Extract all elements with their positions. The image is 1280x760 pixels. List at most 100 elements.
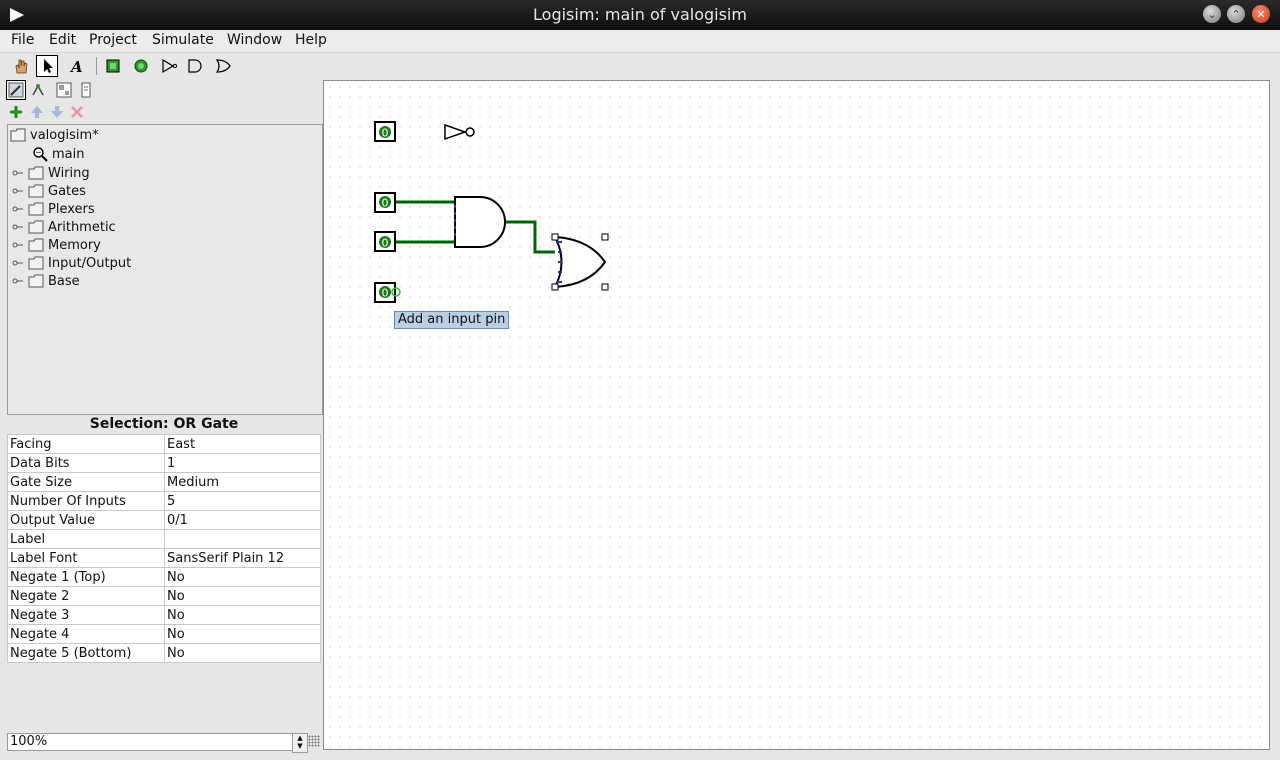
edit-layout-button[interactable] (54, 80, 74, 100)
minimize-button[interactable]: ⌄ (1203, 5, 1221, 23)
menu-simulate[interactable]: Simulate (152, 32, 214, 48)
or-gate[interactable] (551, 233, 609, 291)
or-gate-icon (215, 59, 231, 73)
attribute-value[interactable]: No (164, 586, 321, 606)
table-row: Negate 1 (Top)No (7, 567, 321, 587)
maximize-button[interactable]: ⌃ (1227, 5, 1245, 23)
folder-icon (28, 202, 44, 216)
show-toolbox-button[interactable] (6, 80, 26, 100)
add-or-gate-button[interactable] (212, 55, 234, 77)
tree-library-label: Input/Output (48, 255, 132, 271)
add-output-pin-button[interactable] (130, 55, 152, 77)
menu-help[interactable]: Help (295, 32, 327, 48)
resize-grip[interactable] (308, 735, 320, 747)
menu-file[interactable]: File (11, 32, 35, 48)
expand-toggle-icon (12, 242, 23, 248)
attribute-value[interactable]: 5 (164, 491, 321, 511)
attribute-value[interactable]: No (164, 643, 321, 663)
tree-library-label: Memory (48, 237, 101, 253)
tree-project[interactable]: valogisim* (10, 126, 99, 144)
attribute-name: Label Font (7, 548, 165, 568)
not-gate[interactable] (444, 123, 475, 141)
input-pin-ghost[interactable]: 0 (374, 282, 401, 303)
toolbar-separator (96, 57, 97, 75)
tree-library-wiring[interactable]: Wiring (12, 164, 90, 182)
expand-toggle-icon (12, 188, 23, 194)
attribute-value[interactable]: No (164, 567, 321, 587)
zoom-field[interactable]: 100% (7, 733, 295, 751)
add-circuit-button[interactable] (8, 104, 24, 120)
circuit-canvas[interactable]: 0 0 0 0 (323, 80, 1270, 750)
chevron-down-icon: ⌄ (1207, 7, 1217, 21)
input-pin[interactable]: 0 (374, 192, 396, 213)
spinner-down-icon: ▼ (297, 742, 303, 750)
svg-text:A: A (69, 58, 83, 75)
delete-x-icon (71, 106, 83, 118)
simulation-tree-icon (32, 84, 44, 96)
zoom-spinner[interactable]: ▲▼ (292, 733, 308, 753)
tree-library-label: Gates (48, 183, 86, 199)
arrow-pointer-icon (44, 59, 53, 73)
close-button[interactable]: ✕ (1252, 5, 1270, 23)
tree-library-label: Plexers (48, 201, 95, 217)
menu-project[interactable]: Project (89, 32, 137, 48)
tree-library-plexers[interactable]: Plexers (12, 200, 95, 218)
move-circuit-up-button[interactable] (29, 104, 45, 120)
text-tool-button[interactable]: A (66, 55, 88, 77)
pin-value: 0 (382, 237, 389, 250)
add-input-pin-button[interactable] (102, 55, 124, 77)
selection-handles[interactable] (551, 233, 609, 291)
tooltip: Add an input pin (394, 311, 510, 329)
tool-toolbar: A (0, 53, 324, 79)
move-circuit-down-button[interactable] (49, 104, 65, 120)
and-gate[interactable] (454, 196, 506, 248)
tree-library-arithmetic[interactable]: Arithmetic (12, 218, 116, 236)
input-pin[interactable]: 0 (374, 121, 396, 142)
and-gate-icon (188, 59, 202, 73)
expand-toggle-icon (12, 260, 23, 266)
attribute-value[interactable] (164, 529, 321, 549)
chevron-up-icon: ⌃ (1231, 7, 1241, 21)
attribute-value[interactable]: Medium (164, 472, 321, 492)
attribute-name: Data Bits (7, 453, 165, 473)
folder-icon (28, 238, 44, 252)
poke-tool-button[interactable] (10, 55, 32, 77)
folder-icon (28, 256, 44, 270)
add-and-gate-button[interactable] (184, 55, 206, 77)
input-pin[interactable]: 0 (374, 231, 396, 252)
expand-toggle-icon (12, 224, 23, 230)
show-simulation-button[interactable] (28, 80, 48, 100)
tree-library-gates[interactable]: Gates (12, 182, 86, 200)
attribute-value[interactable]: 0/1 (164, 510, 321, 530)
tree-library-input-output[interactable]: Input/Output (12, 254, 131, 272)
tree-library-memory[interactable]: Memory (12, 236, 101, 254)
attribute-value[interactable]: No (164, 605, 321, 625)
menu-window[interactable]: Window (227, 32, 283, 48)
appearance-icon (81, 82, 91, 98)
table-row: Label (7, 529, 321, 549)
attribute-value[interactable]: 1 (164, 453, 321, 473)
folder-icon (28, 220, 44, 234)
spinner-up-icon: ▲ (297, 734, 303, 742)
layout-icon (56, 82, 72, 98)
edit-appearance-button[interactable] (76, 80, 96, 100)
tree-library-label: Arithmetic (48, 219, 116, 235)
attribute-value[interactable]: East (164, 434, 321, 454)
add-not-gate-button[interactable] (158, 55, 180, 77)
select-tool-button[interactable] (36, 55, 58, 77)
folder-icon (28, 166, 44, 180)
attribute-value[interactable]: SansSerif Plain 12 (164, 548, 321, 568)
title-bar: Logisim: main of valogisim ⌄ ⌃ ✕ (0, 0, 1280, 30)
attribute-value[interactable]: No (164, 624, 321, 644)
menu-edit[interactable]: Edit (49, 32, 77, 48)
attribute-name: Gate Size (7, 472, 165, 492)
wire[interactable] (396, 200, 555, 254)
remove-circuit-button[interactable] (69, 104, 85, 120)
attribute-name: Negate 2 (7, 586, 165, 606)
tree-circuit-main[interactable]: main (32, 145, 84, 163)
tree-library-base[interactable]: Base (12, 272, 80, 290)
